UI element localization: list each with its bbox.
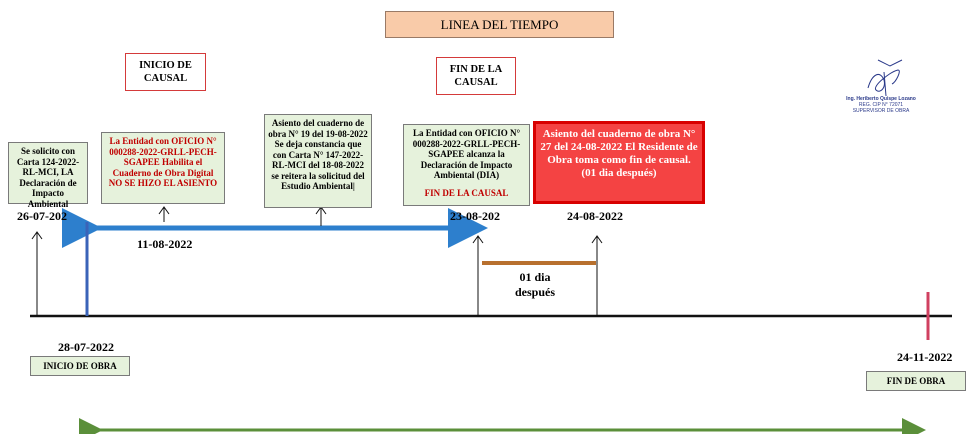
signature-role: SUPERVISOR DE OBRA bbox=[852, 108, 910, 114]
date-26-07: 26-07-202 bbox=[17, 209, 67, 223]
date-28-07: 28-07-2022 bbox=[58, 340, 114, 354]
date-24-11: 24-11-2022 bbox=[897, 350, 953, 364]
signature-stamp: Ing. Heriberto Quispe Lozano REG. CIP N°… bbox=[838, 96, 924, 114]
note-oficio-habilita: La Entidad con OFICIO N° 000288-2022-GRL… bbox=[101, 132, 225, 204]
note-oficio-dia: La Entidad con OFICIO N° 000288-2022-GRL… bbox=[403, 124, 530, 206]
inicio-causal-label: INICIO DE CAUSAL bbox=[139, 60, 192, 84]
timeline-title: LINEA DEL TIEMPO bbox=[385, 11, 614, 38]
inicio-obra-label: INICIO DE OBRA bbox=[30, 356, 130, 376]
fin-causal-box: FIN DE LA CAUSAL bbox=[436, 57, 516, 95]
fin-causal-label: FIN DE LA CAUSAL bbox=[449, 64, 503, 88]
signature-cip: REG. CIP N° 72071 bbox=[858, 102, 904, 108]
note-carta-124: Se solicito con Carta 124-2022-RL-MCI, L… bbox=[8, 142, 88, 209]
fin-obra-label: FIN DE OBRA bbox=[866, 371, 966, 391]
note-fin-causal-red: FIN DE LA CAUSAL bbox=[424, 187, 509, 198]
signature-name: Ing. Heriberto Quispe Lozano bbox=[846, 96, 916, 102]
note-asiento-19: Asiento del cuaderno de obra N° 19 del 1… bbox=[264, 114, 372, 208]
signature-mark bbox=[867, 59, 903, 97]
date-11-08: 11-08-2022 bbox=[137, 237, 193, 251]
date-24-08: 24-08-2022 bbox=[567, 209, 623, 223]
one-day-line-1: 01 dia bbox=[519, 270, 551, 284]
one-day-line-2: después bbox=[514, 285, 555, 299]
date-23-08: 23-08-202 bbox=[450, 209, 500, 223]
note-oficio-dia-text: La Entidad con OFICIO N° 000288-2022-GRL… bbox=[412, 128, 521, 180]
note-asiento-27: Asiento del cuaderno de obra N° 27 del 2… bbox=[533, 121, 705, 204]
inicio-causal-box: INICIO DE CAUSAL bbox=[125, 53, 206, 91]
one-day-label: 01 dia después bbox=[495, 270, 575, 300]
